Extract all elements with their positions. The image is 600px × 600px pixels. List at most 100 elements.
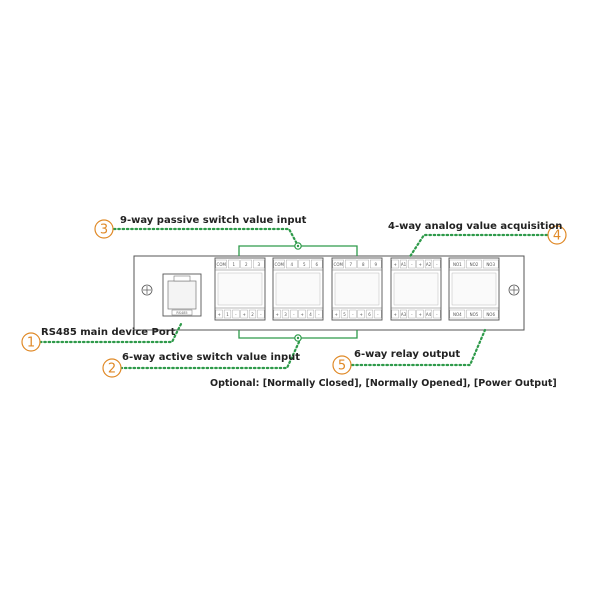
terminal-pin-bottom — [248, 309, 257, 319]
terminal-pin-label: - — [436, 262, 438, 267]
terminal-pin-bottom — [349, 309, 357, 319]
terminal-pin-label: - — [436, 312, 438, 317]
terminal-pin-label: A2 — [426, 262, 432, 267]
terminal-pin-top — [345, 259, 357, 269]
svg-text:1: 1 — [27, 336, 35, 351]
terminal-pin-label: + — [418, 262, 421, 267]
terminal-pin-label: + — [275, 312, 278, 317]
terminal-pin-top — [416, 259, 424, 269]
leader-2 — [119, 340, 301, 370]
terminal-pin-bottom — [416, 309, 424, 319]
label-rs485-port: RS485 main device Port — [41, 327, 176, 338]
terminal-pin-label: + — [418, 312, 421, 317]
terminal-pin-top — [482, 259, 499, 269]
terminal-pin-label: + — [334, 312, 337, 317]
terminal-pin-top — [399, 259, 408, 269]
terminal-pin-label: NO4 — [453, 312, 462, 317]
terminal-pin-bottom — [424, 309, 433, 319]
terminal-pin-top — [286, 259, 298, 269]
terminal-pin-bottom — [365, 309, 374, 319]
terminal-pin-label: 1 — [226, 312, 229, 317]
terminal-pin-bottom — [466, 309, 482, 319]
leader-5 — [350, 328, 487, 367]
terminal-pin-label: + — [242, 312, 245, 317]
terminal-pin-label: - — [411, 262, 413, 267]
terminal-pin-label: 3 — [284, 312, 287, 317]
terminal-pin-label: NO1 — [453, 262, 462, 267]
terminal-pin-top — [370, 259, 382, 269]
terminal-pin-bottom — [433, 309, 441, 319]
callout-3: 3 — [94, 219, 114, 239]
rj45-label: RS485 — [176, 311, 187, 315]
terminal-pin-bottom — [449, 309, 466, 319]
terminal-pin-top — [298, 259, 310, 269]
terminal-pin-bottom — [273, 309, 281, 319]
terminal-pin-top — [240, 259, 252, 269]
terminal-pin-top — [253, 259, 265, 269]
terminal-pin-label: - — [318, 312, 320, 317]
terminal-pin-label: + — [393, 312, 396, 317]
callout-2: 2 — [102, 358, 122, 378]
terminal-pin-bottom — [298, 309, 306, 319]
label-active-input: 6-way active switch value input — [122, 352, 300, 363]
terminal-pin-bottom — [315, 309, 323, 319]
terminal-pin-bottom — [399, 309, 408, 319]
svg-text:4: 4 — [553, 229, 561, 244]
terminal-pin-top — [228, 259, 240, 269]
terminal-pin-label: COM — [275, 262, 285, 267]
terminal-pin-top — [357, 259, 369, 269]
terminal-pin-bottom — [215, 309, 223, 319]
callout-1: 1 — [21, 332, 41, 352]
terminal-pin-bottom — [408, 309, 416, 319]
terminal-pin-bottom — [240, 309, 248, 319]
leader-1 — [38, 320, 184, 344]
terminal-pin-label: NO2 — [470, 262, 479, 267]
terminal-pin-label: 4 — [290, 262, 293, 267]
terminal-pin-label: - — [260, 312, 262, 317]
terminal-pin-top — [215, 259, 227, 269]
terminal-pin-label: 3 — [257, 262, 260, 267]
terminal-pin-label: + — [359, 312, 362, 317]
terminal-pin-label: NO3 — [486, 262, 495, 267]
terminal-pin-label: 2 — [245, 262, 248, 267]
svg-text:2: 2 — [108, 362, 116, 377]
label-relay-output: 6-way relay output — [354, 349, 460, 360]
terminal-pin-bottom — [281, 309, 290, 319]
terminal-pin-label: A1 — [401, 262, 407, 267]
terminal-pin-bottom — [290, 309, 298, 319]
terminal-pin-top — [449, 259, 466, 269]
terminal-pin-bottom — [374, 309, 382, 319]
terminal-pin-label: COM — [334, 262, 344, 267]
svg-text:5: 5 — [338, 359, 346, 374]
terminal-block-4: +A1-+A2-+A3-+A4- — [390, 257, 442, 321]
mounting-hole-left-icon — [141, 284, 153, 296]
terminal-pin-bottom — [482, 309, 499, 319]
svg-text:3: 3 — [100, 223, 108, 238]
terminal-pin-bottom — [332, 309, 340, 319]
terminal-pin-bottom — [306, 309, 315, 319]
label-passive-input: 9-way passive switch value input — [120, 215, 307, 226]
terminal-pin-bottom — [257, 309, 265, 319]
terminal-pin-label: - — [377, 312, 379, 317]
terminal-pin-top — [311, 259, 323, 269]
terminal-pin-label: + — [300, 312, 303, 317]
label-optional-note: Optional: [Normally Closed], [Normally O… — [210, 378, 557, 389]
terminal-pin-label: NO5 — [470, 312, 479, 317]
terminal-pin-label: - — [293, 312, 295, 317]
rj45-port: RS485 — [162, 273, 202, 317]
terminal-pin-label: + — [217, 312, 220, 317]
callout-5: 5 — [332, 355, 352, 375]
terminal-pin-label: - — [411, 312, 413, 317]
terminal-pin-label: 7 — [349, 262, 352, 267]
terminal-pin-label: NO6 — [486, 312, 495, 317]
terminal-pin-label: A4 — [426, 312, 432, 317]
terminal-pin-label: 9 — [374, 262, 377, 267]
terminal-pin-label: - — [235, 312, 237, 317]
callout-4: 4 — [547, 225, 567, 245]
